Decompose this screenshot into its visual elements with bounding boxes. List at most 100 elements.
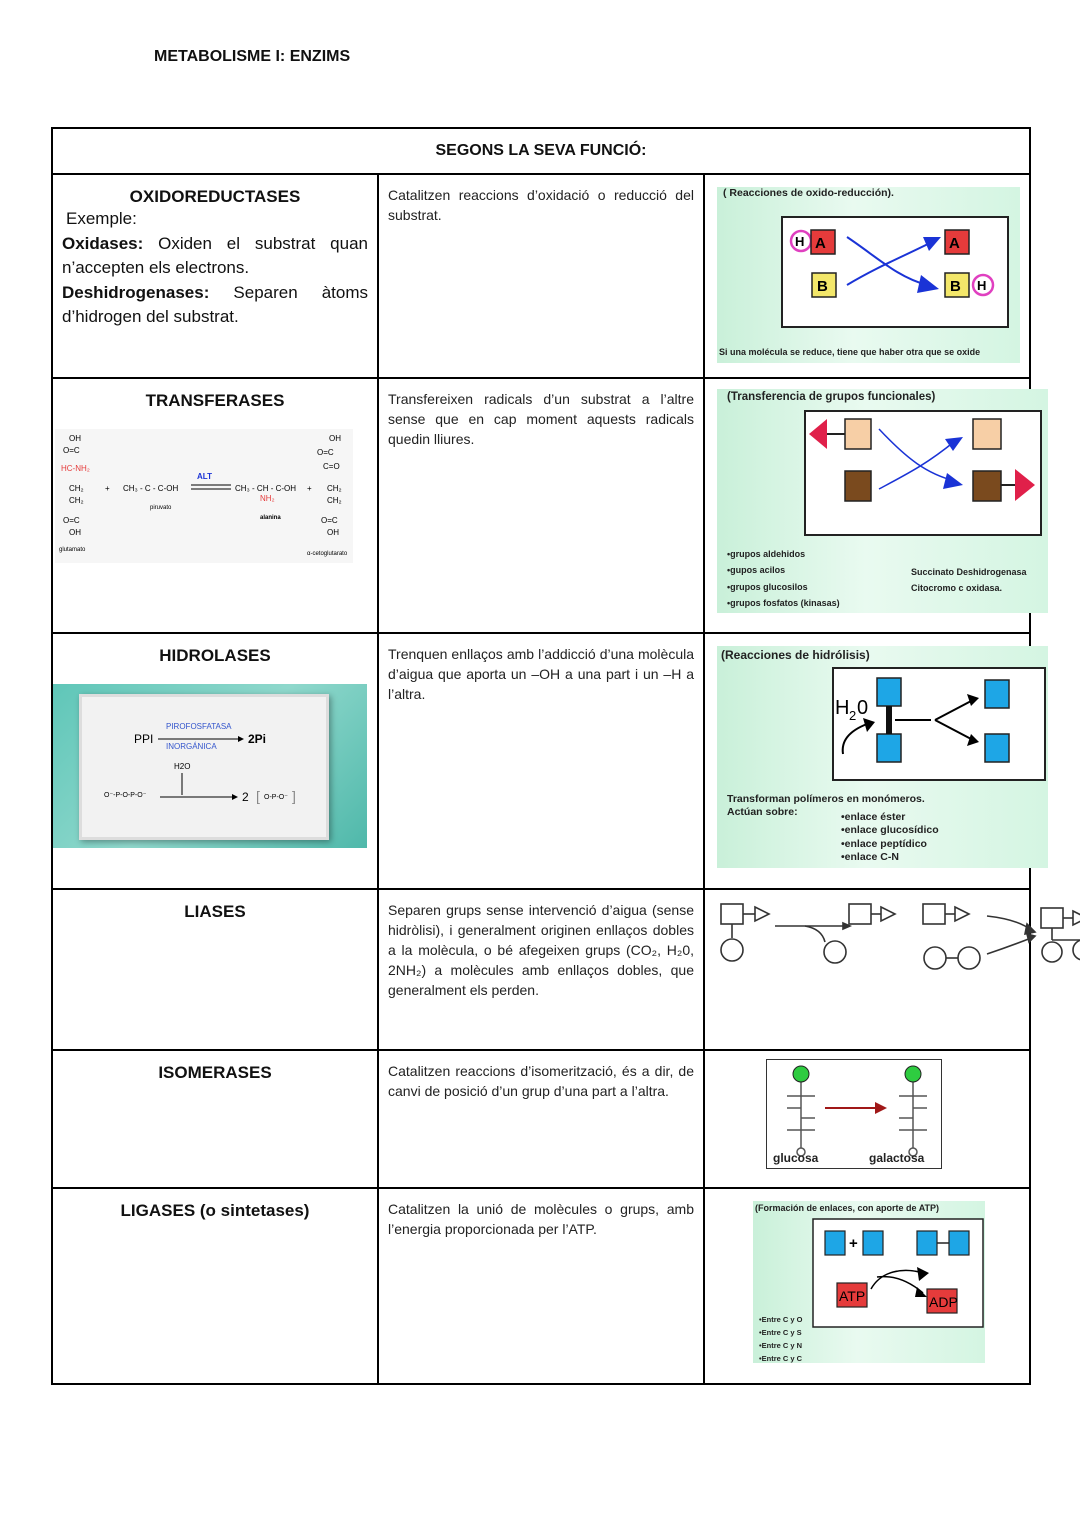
svg-text:NH₂: NH₂ <box>260 494 275 503</box>
hydrolysis-text-2: Actúan sobre: <box>727 806 798 818</box>
svg-text:HC-NH₂: HC-NH₂ <box>61 464 90 473</box>
transfer-list-item: •grupos glucosilos <box>727 582 808 592</box>
redox-figure: ( Reacciones de oxido-reducción). H A B … <box>717 187 1020 363</box>
enzyme-name: TRANSFERASES <box>145 391 285 410</box>
figure-title: ( Reacciones de oxido-reducción). <box>723 187 894 199</box>
isomerase-figure: glucosa galactosa <box>766 1059 942 1169</box>
adp-label: ADP <box>929 1294 958 1310</box>
enzyme-label-1: PIROFOSFATASA <box>166 722 232 731</box>
table-row: LIASES Separen grups sense intervenció d… <box>51 888 1080 1051</box>
table-row: TRANSFERASES OH O=C HC-NH₂ CH₂ CH₂ O=C OH +… <box>51 377 1048 634</box>
svg-text:O=C: O=C <box>321 516 338 525</box>
ligase-list-item: •Entre C y O <box>759 1315 803 1324</box>
svg-text:OH: OH <box>327 528 339 537</box>
hydrolysis-list-item: •enlace glucosídico <box>841 824 939 836</box>
figure-cell: glucosa galactosa <box>703 1049 1031 1189</box>
enzyme-name: LIGASES (o sintetases) <box>120 1201 310 1220</box>
ligase-list-item: •Entre C y N <box>759 1341 803 1350</box>
svg-text:H: H <box>795 234 804 249</box>
figure-title: (Transferencia de grupos funcionales) <box>727 391 936 403</box>
svg-text:]: ] <box>292 788 296 804</box>
name-cell: TRANSFERASES OH O=C HC-NH₂ CH₂ CH₂ O=C OH +… <box>51 377 379 634</box>
svg-text:CH₂: CH₂ <box>69 496 84 505</box>
ppi-label: PPI <box>134 732 153 746</box>
svg-text:OH: OH <box>69 528 81 537</box>
svg-text:B: B <box>950 278 961 295</box>
svg-text:O=C: O=C <box>317 448 334 457</box>
figure-cell: ( Reacciones de oxido-reducción). H A B … <box>703 173 1031 379</box>
atp-label: ATP <box>839 1288 865 1304</box>
svg-text:C=O: C=O <box>323 462 340 471</box>
hydrolysis-list-item: •enlace C-N <box>841 851 899 863</box>
figure-title: (Formación de enlaces, con aporte de ATP… <box>755 1203 940 1213</box>
svg-text:+: + <box>105 484 110 493</box>
name-cell: HIDROLASES PPI PIROFOSFATASA INORGÁNICA … <box>51 632 379 890</box>
hydrolysis-text-1: Transforman polímeros en monómeros. <box>727 793 925 805</box>
description-cell: Catalitzen la unió de molècules o grups,… <box>377 1187 705 1385</box>
enzyme-description: Catalitzen reaccions d’isomerització, és… <box>388 1063 694 1099</box>
enzyme-description: Separen grups sense intervenció d’aigua … <box>388 902 694 998</box>
cetoglutarato-label: α-cetoglutarato <box>307 551 348 557</box>
figure-cell: (Formación de enlaces, con aporte de ATP… <box>703 1187 1031 1385</box>
figure-cell: (Reacciones de hidrólisis) H 2 0 <box>703 632 1048 890</box>
ligase-figure: (Formación de enlaces, con aporte de ATP… <box>753 1201 985 1363</box>
svg-text:2: 2 <box>849 708 856 723</box>
svg-text:0: 0 <box>857 697 868 719</box>
document-title: METABOLISME I: ENZIMS <box>154 48 351 65</box>
svg-text:piruvato: piruvato <box>150 505 172 511</box>
figure-cell: (Transferencia de grupos funcionales) <box>703 377 1048 634</box>
svg-text:CH₂: CH₂ <box>327 496 342 505</box>
svg-text:B: B <box>817 278 828 295</box>
pyrophosphatase-diagram: PPI PIROFOSFATASA INORGÁNICA 2Pi H2O O⁻-… <box>104 722 296 804</box>
svg-text:+: + <box>849 1235 858 1252</box>
enzyme-label-2: INORGÁNICA <box>166 742 217 751</box>
table-row: HIDROLASES PPI PIROFOSFATASA INORGÁNICA … <box>51 632 1048 890</box>
svg-text:+: + <box>307 484 312 493</box>
name-cell: LIGASES (o sintetases) <box>51 1187 379 1385</box>
figure-caption: Si una molécula se reduce, tiene que hab… <box>719 347 981 357</box>
table-row: LIGASES (o sintetases) Catalitzen la uni… <box>51 1187 1031 1385</box>
example-dehydrogenases: Deshidrogenases: Separen àtoms d’hidroge… <box>62 281 368 330</box>
enzyme-description: Catalitzen reaccions d’oxidació o reducc… <box>388 187 694 223</box>
enzyme-name: LIASES <box>184 902 246 921</box>
hydrolysis-list-item: •enlace peptídico <box>841 838 927 850</box>
oxidases-text: Oxiden el substrat quan n’accepten els e… <box>62 233 368 278</box>
svg-text:O-P-O⁻: O-P-O⁻ <box>264 794 288 801</box>
description-cell: Separen grups sense intervenció d’aigua … <box>377 888 705 1051</box>
enzyme-description: Catalitzen la unió de molècules o grups,… <box>388 1201 694 1237</box>
glutamato-label: glutamato <box>59 547 86 553</box>
pyrophosphatase-figure: PPI PIROFOSFATASA INORGÁNICA 2Pi H2O O⁻-… <box>53 684 367 848</box>
svg-text:[: [ <box>256 788 260 804</box>
oxidases-term: Oxidases: <box>62 233 144 253</box>
ligase-list-item: •Entre C y S <box>759 1328 802 1337</box>
water-label: H2O <box>174 762 190 771</box>
coef-label: 2 <box>242 790 249 804</box>
transfer-list-item: •grupos aldehidos <box>727 549 806 559</box>
pyrophosphatase-panel: PPI PIROFOSFATASA INORGÁNICA 2Pi H2O O⁻-… <box>79 694 329 840</box>
transfer-figure: (Transferencia de grupos funcionales) <box>717 389 1048 613</box>
alanina-label: alanina <box>260 515 281 521</box>
description-cell: Transfereixen radicals d’un substrat a l… <box>377 377 705 634</box>
ligase-diagram: + ATP ADP <box>812 1218 984 1328</box>
description-cell: Catalitzen reaccions d’oxidació o reducc… <box>377 173 705 379</box>
example-label: Exemple: <box>66 209 137 228</box>
transfer-list-item: •grupos fosfatos (kinasas) <box>727 598 840 608</box>
dehydrogenases-term: Deshidrogenases: <box>62 282 210 302</box>
table-row: ISOMERASES Catalitzen reaccions d’isomer… <box>51 1049 1031 1189</box>
table-header: SEGONS LA SEVA FUNCIÓ: <box>51 127 1031 175</box>
enzyme-description: Trenquen enllaços amb l’addicció d’una m… <box>388 646 694 702</box>
hydrolysis-list-item: •enlace éster <box>841 811 906 823</box>
figure-title: (Reacciones de hidrólisis) <box>721 648 870 662</box>
enzyme-name: OXIDOREDUCTASES <box>129 187 301 206</box>
transfer-example: Succinato Deshidrogenasa <box>911 567 1027 577</box>
description-cell: Trenquen enllaços amb l’addicció d’una m… <box>377 632 705 890</box>
svg-text:CH₃ - CH - C-OH: CH₃ - CH - C-OH <box>235 484 296 493</box>
lyase-diagram <box>720 903 1080 970</box>
hydrolysis-diagram: H 2 0 <box>832 667 1046 781</box>
galactosa-label: galactosa <box>869 1151 925 1165</box>
svg-text:O=C: O=C <box>63 516 80 525</box>
svg-text:OH: OH <box>329 434 341 443</box>
svg-text:CH₂: CH₂ <box>327 484 342 493</box>
enzyme-classification-table: SEGONS LA SEVA FUNCIÓ: OXIDOREDUCTASES E… <box>51 127 1080 1385</box>
